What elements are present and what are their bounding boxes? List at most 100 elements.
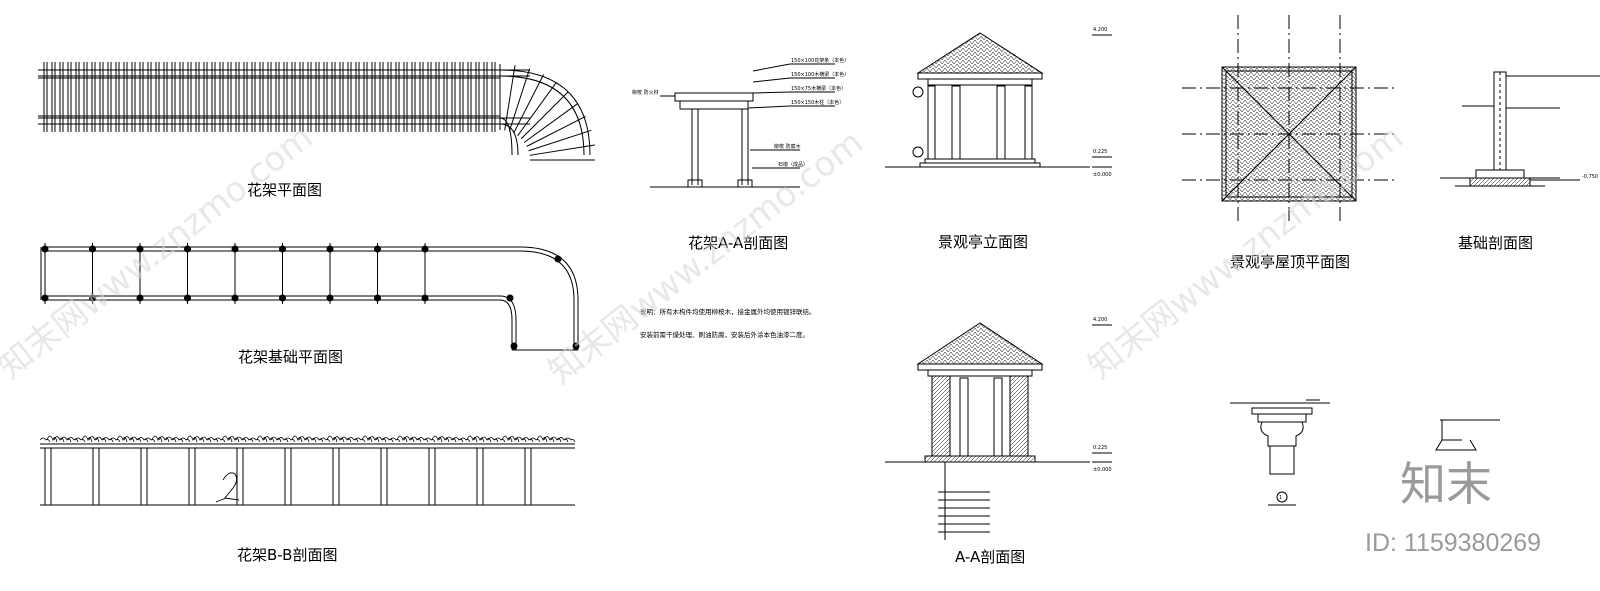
aa-label-4: 150×150木柱（本色）	[791, 99, 844, 106]
foliage-stroke	[278, 438, 288, 443]
foliage-stroke	[222, 436, 232, 442]
elev-level-base: ±0.000	[1093, 172, 1112, 178]
plan-curve-slat	[514, 74, 544, 133]
foliage-stroke	[117, 436, 127, 442]
foundation-pier	[279, 245, 286, 253]
id-label: ID: 1159380269	[1365, 529, 1541, 557]
plan-curve-slat	[530, 145, 595, 155]
foundation-section-title: 基础剖面图	[1458, 234, 1533, 252]
foliage-stroke	[495, 438, 505, 442]
foundation-pier	[136, 245, 144, 253]
foliage-stroke	[285, 438, 295, 442]
aa-left-label: 柳桉 防火材	[632, 89, 659, 96]
bb-post	[285, 448, 291, 505]
foliage-stroke	[250, 438, 260, 442]
foundation-pier	[421, 294, 429, 302]
foliage-stroke	[96, 437, 106, 442]
foliage-stroke	[544, 437, 554, 443]
foliage-stroke	[75, 438, 85, 442]
foliage-stroke	[481, 437, 491, 442]
foliage-stroke	[327, 436, 337, 442]
foliage-stroke	[397, 436, 407, 442]
bb-post	[189, 448, 195, 505]
foliage-stroke	[145, 438, 155, 442]
bb-post	[45, 448, 51, 505]
bb-post	[333, 448, 339, 505]
foliage-stroke	[103, 438, 113, 443]
foliage-stroke	[215, 438, 225, 442]
foliage-stroke	[558, 438, 568, 443]
foliage-stroke	[516, 437, 526, 442]
foliage-stroke	[236, 437, 246, 442]
foliage-stroke	[502, 436, 512, 442]
foliage-stroke	[383, 438, 393, 443]
foundation-pier	[231, 294, 239, 302]
column-capital-detail	[1230, 400, 1500, 505]
foundation-section	[1440, 72, 1600, 186]
bb-post	[525, 448, 531, 505]
bb-post	[93, 448, 99, 505]
foundation-pier	[41, 245, 49, 253]
foliage-stroke	[194, 437, 204, 443]
trellis-bb-section	[40, 436, 575, 505]
foliage-stroke	[376, 437, 386, 442]
trellis-plan	[38, 62, 595, 160]
foliage-stroke	[355, 438, 365, 442]
aa-level-mid: 0.225	[1093, 445, 1107, 451]
watermark-layer: 知末网www.znzmo.com 知末网www.znzmo.com 知末网www…	[0, 117, 1411, 392]
aa-level-top: 4.200	[1093, 317, 1107, 323]
foliage-stroke	[467, 436, 477, 442]
foliage-stroke	[418, 438, 428, 443]
foliage-stroke	[124, 437, 134, 443]
foliage-stroke	[432, 436, 442, 442]
foundation-pier	[279, 294, 286, 302]
plan-curve-slat	[505, 65, 515, 130]
foliage-stroke	[40, 438, 50, 442]
foundation-pier	[510, 342, 518, 350]
detail-marker: 1	[1279, 495, 1282, 501]
foliage-stroke	[306, 437, 316, 442]
pavilion-elevation-title: 景观亭立面图	[938, 233, 1028, 251]
bb-post	[237, 448, 243, 505]
elev-level-top: 4.200	[1093, 27, 1107, 33]
foliage-stroke	[110, 438, 120, 442]
foundation-pier	[184, 245, 191, 253]
watermark-1: 知末网www.znzmo.com	[0, 117, 321, 387]
foliage-stroke	[47, 436, 57, 442]
foliage-stroke	[187, 436, 197, 442]
foundation-pier	[184, 294, 191, 302]
foliage-stroke	[411, 437, 421, 442]
foundation-level: -0.750	[1582, 174, 1598, 180]
aa-section-title: A-A剖面图	[955, 548, 1025, 566]
aa-level-base: ±0.000	[1093, 467, 1112, 473]
elev-level-mid: 0.225	[1093, 149, 1107, 155]
aa-label-1: 150×100花架条（本色）	[791, 57, 849, 64]
foundation-pier	[572, 342, 580, 350]
pavilion-roof-plan	[1182, 15, 1396, 225]
plan-curve-slat	[521, 92, 568, 139]
foliage-stroke	[313, 438, 323, 443]
foundation-pier	[136, 294, 144, 302]
foliage-stroke	[271, 437, 281, 442]
foliage-stroke	[68, 438, 78, 443]
foliage-stroke	[257, 436, 267, 442]
foliage-stroke	[453, 438, 463, 443]
foliage-stroke	[173, 438, 183, 443]
foliage-stroke	[488, 438, 498, 443]
pavilion-elevation	[885, 33, 1112, 167]
foundation-pier	[326, 245, 334, 253]
foliage-stroke	[341, 437, 351, 442]
foliage-stroke	[425, 438, 435, 442]
foliage-stroke	[565, 438, 575, 442]
watermark-2: 知末网www.znzmo.com	[541, 122, 871, 392]
foliage-stroke	[208, 438, 218, 443]
aa-label-3: 150×75木横梁（本色）	[791, 85, 846, 92]
foliage-stroke	[362, 436, 372, 442]
foliage-stroke	[537, 436, 547, 442]
foliage-stroke	[166, 437, 176, 442]
foliage-stroke	[82, 436, 92, 442]
trellis-aa-section	[650, 64, 835, 187]
foliage-stroke	[138, 438, 148, 443]
notes-line-1: 说明：所有木构件均使用柳桉木，接金属外均使用镀锌联结。	[640, 307, 816, 316]
foundation-pier	[89, 245, 96, 253]
